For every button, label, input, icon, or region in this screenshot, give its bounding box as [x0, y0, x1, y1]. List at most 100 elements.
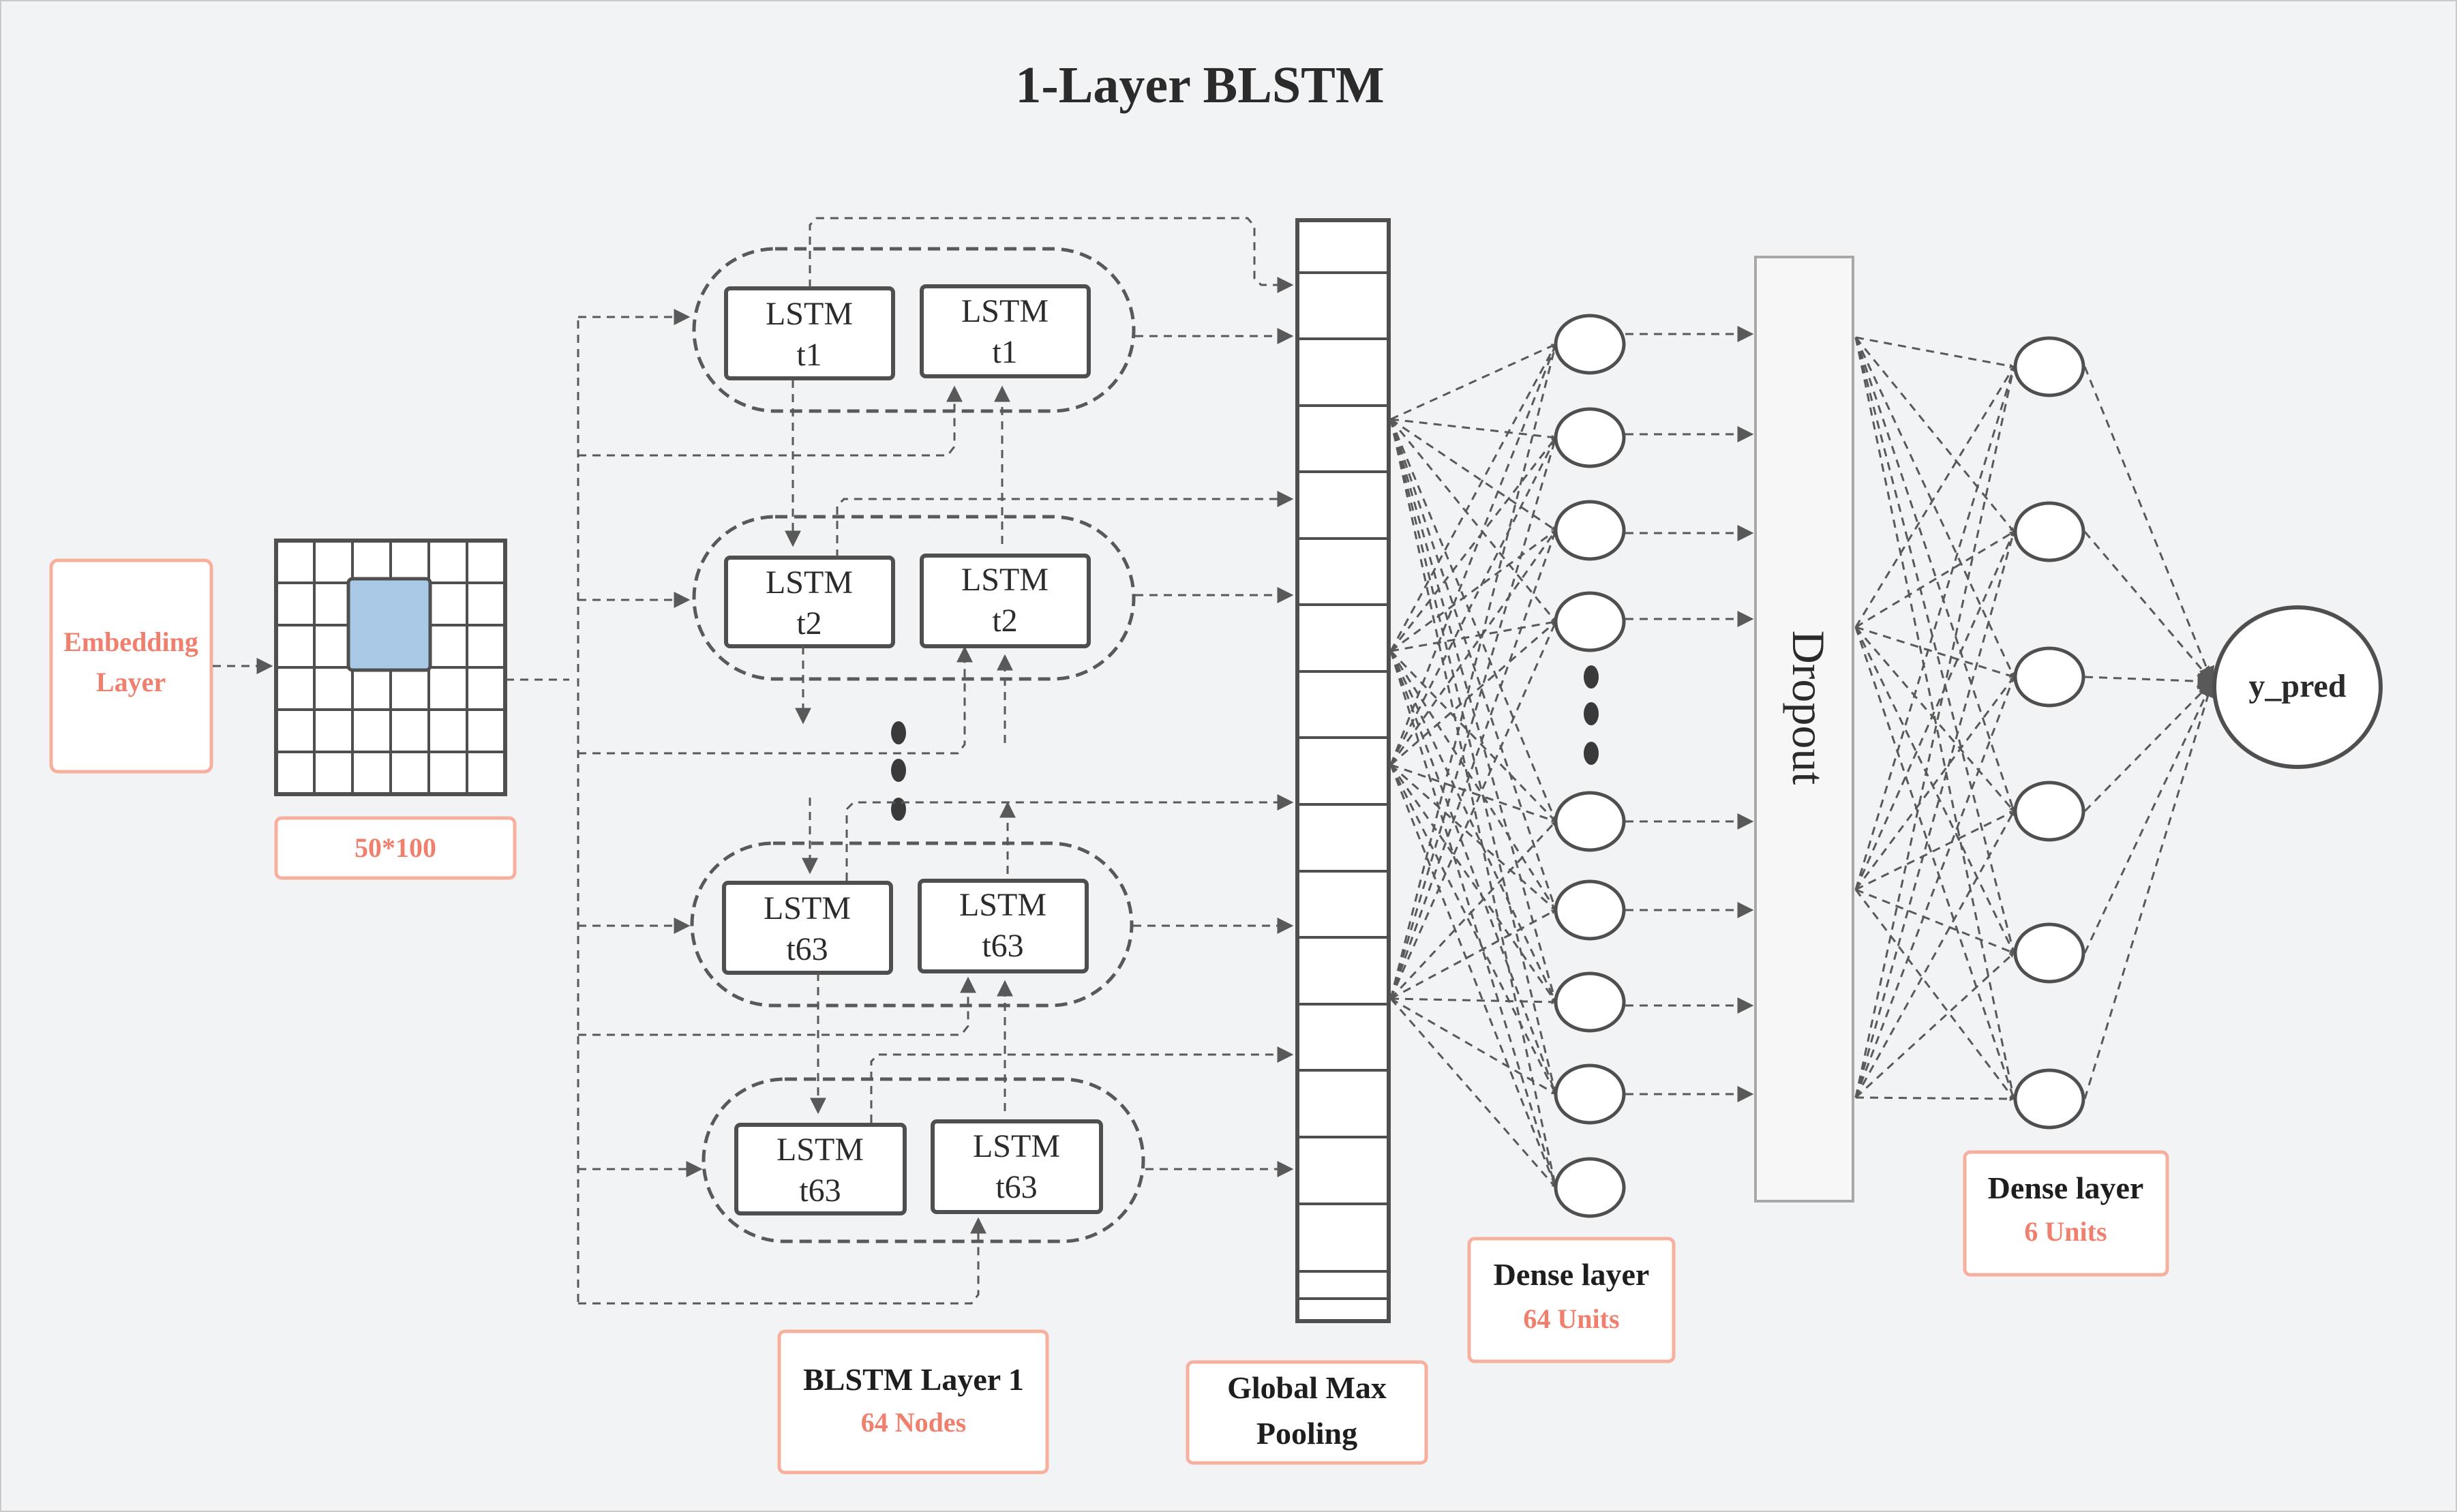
output-node: y_pred	[2212, 605, 2383, 769]
pool-dense-edge	[1390, 909, 1556, 1000]
pool-dense-edge	[1389, 419, 1557, 1095]
pool-dense-edge	[1389, 764, 1557, 1188]
matrix-size-label: 50*100	[274, 816, 517, 880]
blstm-layer-label: BLSTM Layer 1 64 Nodes	[777, 1329, 1049, 1475]
dense-layer-6	[2013, 336, 2085, 1130]
pool-dense-edge	[1389, 820, 1557, 1000]
lstm-backward-cell	[918, 879, 1089, 973]
dense-layer-64	[1554, 314, 1626, 1218]
dropout-to-dense-connections	[1854, 336, 2016, 1102]
blstm-label-main: BLSTM Layer 1	[803, 1362, 1024, 1397]
dropout-dense-edge	[1854, 676, 2015, 890]
lstm-timestep-label: t1	[796, 337, 821, 373]
global-max-pooling-column	[1295, 218, 1391, 1323]
blstm-ellipsis	[891, 721, 906, 821]
pooling-frame	[1295, 218, 1391, 1323]
pooling-label-line1: Global Max	[1227, 1370, 1387, 1405]
dense2-label-main: Dense layer	[1988, 1170, 2144, 1205]
dense1-node	[1554, 591, 1626, 652]
lstm-timestep-label: t63	[995, 1169, 1037, 1205]
dropout-label: Dropout	[1783, 631, 1835, 785]
lstm-backward-cell	[920, 284, 1091, 378]
dense2-node	[2013, 336, 2085, 397]
dense1-ellipsis	[1584, 665, 1599, 765]
input-distribution-lines	[506, 309, 986, 1305]
dropout-dense-edge	[1854, 337, 2015, 678]
pool-dense-edge	[1389, 650, 1557, 823]
pool-dense-edge	[1389, 437, 1557, 652]
pool-dense-edge	[1389, 419, 1558, 1188]
pool-dense-edge	[1389, 344, 1557, 766]
pool-dense-edge	[1390, 997, 1556, 1095]
dense1-node	[1554, 314, 1626, 375]
dropout-dense-edge	[1855, 810, 2015, 891]
lstm-cell-label: LSTM	[764, 890, 851, 926]
embedding-label-line2: Layer	[96, 667, 166, 697]
pool-dense-edge	[1390, 620, 1556, 766]
dropout-dense-edge	[1854, 337, 2015, 812]
recurrent-connections	[785, 217, 1294, 1177]
pool-dense-edge	[1389, 530, 1557, 999]
dense1-label: Dense layer 64 Units	[1467, 1237, 1676, 1363]
lstm-cell-label: LSTM	[961, 562, 1049, 598]
dropout-dense-edge	[1855, 336, 2015, 369]
lstm-timestep-label: t1	[992, 334, 1017, 370]
dense1-label-sub: 64 Units	[1523, 1303, 1619, 1334]
dense1-node	[1554, 500, 1626, 561]
dense-to-output-arrows	[2083, 366, 2216, 1100]
dense-output-arrow	[2083, 680, 2216, 1100]
blstm-label-sub: 64 Nodes	[861, 1407, 966, 1438]
lstm-cell-label: LSTM	[961, 293, 1049, 329]
dropout-dense-edge	[1854, 889, 2015, 1100]
dense2-node	[2013, 781, 2085, 842]
dense2-node	[2013, 922, 2085, 984]
dropout-dense-edge	[1855, 530, 2015, 629]
dropout-dense-edge	[1854, 626, 2015, 954]
blstm-row-3: LSTM t63 LSTM t63	[690, 841, 1134, 1008]
pool-dense-edge	[1389, 344, 1557, 999]
pool-dense-edge	[1390, 763, 1556, 911]
matrix-size-text: 50*100	[355, 832, 436, 863]
dense1-node	[1554, 1063, 1626, 1125]
lstm-timestep-label: t63	[982, 928, 1023, 964]
dropout-dense-edge	[1854, 531, 2015, 1098]
blstm-row-4: LSTM t63 LSTM t63	[702, 1077, 1145, 1243]
dropout-dense-edge	[1854, 337, 2015, 954]
pool-dense-edge	[1389, 344, 1557, 652]
output-label: y_pred	[2248, 668, 2346, 704]
diagram-title: 1-Layer BLSTM	[1015, 57, 1384, 114]
blstm-row-2: LSTM t2 LSTM t2	[692, 515, 1136, 681]
lstm-cell-label: LSTM	[973, 1128, 1060, 1164]
matrix-highlight-cell	[346, 577, 432, 672]
blstm-row-1: LSTM t1 LSTM t1	[692, 247, 1136, 413]
dense2-node	[2013, 501, 2085, 562]
dropout-dense-edge	[1854, 366, 2015, 628]
pool-dense-edge	[1389, 419, 1557, 1003]
lstm-cell-label: LSTM	[766, 296, 853, 332]
pool-dense-edge	[1389, 419, 1557, 822]
pooling-to-dense-connections	[1389, 343, 1558, 1188]
dense-output-arrow	[2083, 680, 2214, 813]
pooling-label: Global Max Pooling	[1186, 1360, 1428, 1465]
dropout-dense-edge	[1854, 626, 2015, 1100]
pooling-label-line2: Pooling	[1256, 1416, 1357, 1451]
pool-dense-edge	[1389, 437, 1557, 999]
lstm-cell-label: LSTM	[959, 887, 1046, 923]
dense2-label-sub: 6 Units	[2024, 1216, 2107, 1247]
pool-dense-edge	[1390, 763, 1556, 823]
dropout-dense-edge	[1854, 952, 2015, 1099]
lstm-forward-cell	[734, 1123, 907, 1215]
pool-dense-edge	[1390, 529, 1556, 652]
pool-dense-edge	[1389, 530, 1557, 766]
embedding-matrix	[274, 539, 507, 796]
dense1-node	[1554, 407, 1626, 468]
lstm-timestep-label: t63	[799, 1173, 841, 1209]
dropout-layer: Dropout	[1754, 256, 1854, 1203]
pool-dense-edge	[1389, 764, 1557, 1003]
dense1-node	[1554, 971, 1626, 1033]
pool-dense-edge	[1389, 621, 1557, 999]
lstm-forward-cell	[724, 556, 895, 648]
dense2-node	[2013, 646, 2085, 708]
